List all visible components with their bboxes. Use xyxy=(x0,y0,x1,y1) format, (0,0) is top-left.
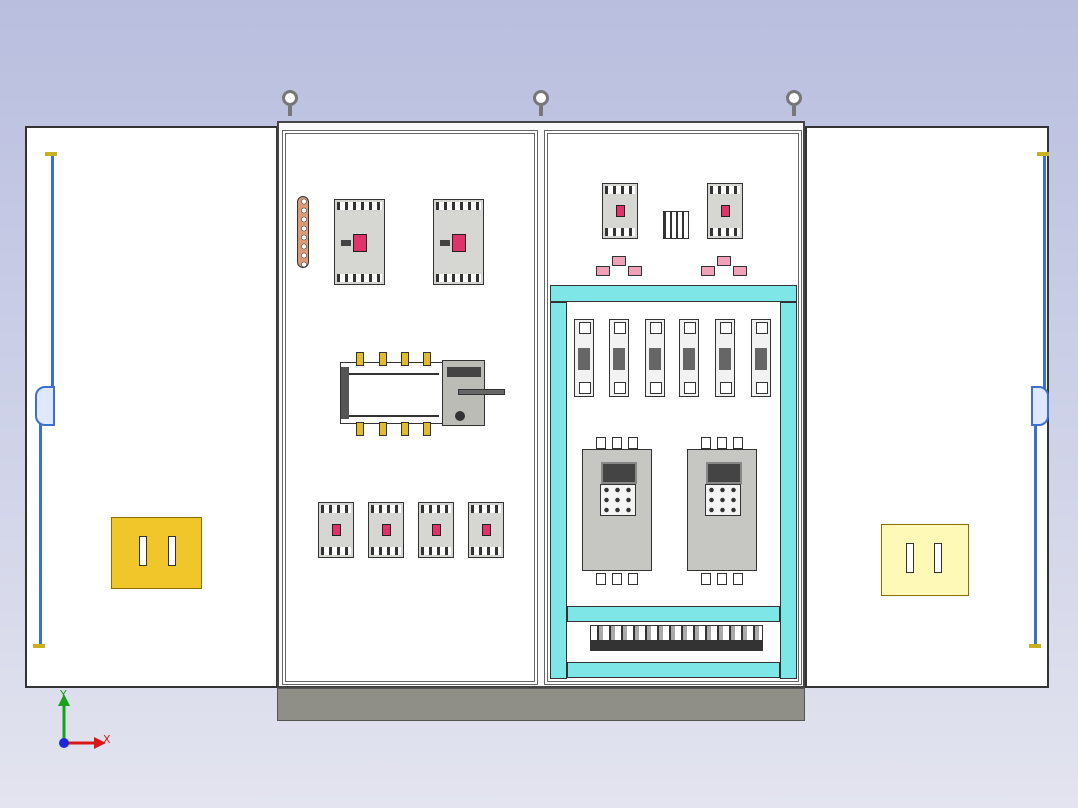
vfd-2-terminal-bottom-3 xyxy=(733,573,743,585)
transfer-terminal-top-n xyxy=(423,352,431,366)
left-nameplate-slot-1 xyxy=(139,536,147,566)
pink-terminal-2 xyxy=(612,256,626,266)
fuse-3[interactable] xyxy=(645,319,665,397)
left-door-rod-upper xyxy=(51,156,54,396)
top-breaker-2 xyxy=(707,183,743,239)
pink-terminal-3 xyxy=(628,266,642,276)
vfd-2-terminal-top-2 xyxy=(717,437,727,449)
vfd-1-terminal-bottom-3 xyxy=(628,573,638,585)
transfer-switch xyxy=(340,362,444,424)
axis-x-label: X xyxy=(103,733,111,746)
main-breaker-2-handle[interactable] xyxy=(452,234,466,252)
lifting-eye-right-stem xyxy=(792,106,796,116)
axis-y-label: Y xyxy=(60,688,67,701)
transfer-switch-lever[interactable] xyxy=(458,389,505,395)
left-door-rod-lower xyxy=(39,408,42,648)
transfer-terminal-bottom-a xyxy=(356,422,364,436)
pink-terminal-1 xyxy=(596,266,610,276)
left-nameplate-slot-2 xyxy=(168,536,176,566)
top-breaker-1-handle[interactable] xyxy=(616,205,625,217)
din-rail-left xyxy=(550,302,567,679)
branch-breaker-3-handle[interactable] xyxy=(432,524,441,536)
cabinet-plinth xyxy=(277,688,805,721)
transfer-terminal-bottom-b xyxy=(379,422,387,436)
pink-terminal-5 xyxy=(717,256,731,266)
axis-z-origin-icon xyxy=(59,738,69,748)
vfd-1-keypad[interactable] xyxy=(600,484,636,516)
vfd-2 xyxy=(687,449,757,571)
branch-breaker-1-handle[interactable] xyxy=(332,524,341,536)
fuse-4[interactable] xyxy=(679,319,699,397)
transfer-terminal-bottom-n xyxy=(423,422,431,436)
right-door xyxy=(805,126,1049,688)
transfer-terminal-top-b xyxy=(379,352,387,366)
ground-bar xyxy=(297,196,309,268)
main-breaker-1-handle[interactable] xyxy=(353,234,367,252)
vfd-1-terminal-bottom-1 xyxy=(596,573,606,585)
transfer-terminal-bottom-c xyxy=(401,422,409,436)
branch-breaker-3 xyxy=(418,502,454,558)
transfer-terminal-top-a xyxy=(356,352,364,366)
left-door-rod-cap-bottom xyxy=(33,644,45,648)
vfd-1-terminal-top-3 xyxy=(628,437,638,449)
din-rail-top xyxy=(550,285,797,302)
din-rail-right xyxy=(780,302,797,679)
left-door xyxy=(25,126,278,688)
right-door-nameplate xyxy=(881,524,969,596)
right-nameplate-slot-1 xyxy=(906,543,914,573)
transfer-switch-knob-icon[interactable] xyxy=(455,411,465,421)
right-door-rod-cap-top xyxy=(1037,152,1049,156)
left-door-rod-cap-top xyxy=(45,152,57,156)
pink-terminal-4 xyxy=(701,266,715,276)
right-door-rod-cap-bottom xyxy=(1029,644,1041,648)
vfd-2-terminal-top-1 xyxy=(701,437,711,449)
top-breaker-2-handle[interactable] xyxy=(721,205,730,217)
vfd-1-terminal-top-1 xyxy=(596,437,606,449)
terminal-block-base xyxy=(590,640,763,650)
branch-breaker-4-handle[interactable] xyxy=(482,524,491,536)
vfd-2-terminal-top-3 xyxy=(733,437,743,449)
vfd-2-terminal-bottom-2 xyxy=(717,573,727,585)
left-door-nameplate xyxy=(111,517,202,589)
fuse-2[interactable] xyxy=(609,319,629,397)
vfd-1-terminal-top-2 xyxy=(612,437,622,449)
right-door-handle-icon[interactable] xyxy=(1031,386,1049,426)
axis-triad xyxy=(58,694,106,749)
lifting-eye-right-icon xyxy=(786,90,802,106)
axis-x-arrow-icon xyxy=(94,737,106,749)
vfd-1-display xyxy=(601,462,637,484)
right-door-rod-lower xyxy=(1034,408,1037,648)
din-rail-bottom xyxy=(567,662,780,678)
vfd-2-keypad[interactable] xyxy=(705,484,741,516)
fuse-6[interactable] xyxy=(751,319,771,397)
branch-breaker-4 xyxy=(468,502,504,558)
branch-breaker-2-handle[interactable] xyxy=(382,524,391,536)
top-breaker-1 xyxy=(602,183,638,239)
lifting-eye-left-stem xyxy=(288,106,292,116)
lifting-eye-left-icon xyxy=(282,90,298,106)
small-relay xyxy=(663,211,689,239)
fuse-1[interactable] xyxy=(574,319,594,397)
vfd-2-display xyxy=(706,462,742,484)
fuse-5[interactable] xyxy=(715,319,735,397)
branch-breaker-2 xyxy=(368,502,404,558)
pink-terminal-6 xyxy=(733,266,747,276)
axis-y-arrow-icon xyxy=(58,694,70,706)
lifting-eye-center-stem xyxy=(539,106,543,116)
main-breaker-1 xyxy=(334,199,385,285)
transfer-terminal-top-c xyxy=(401,352,409,366)
right-nameplate-slot-2 xyxy=(934,543,942,573)
vfd-2-terminal-bottom-1 xyxy=(701,573,711,585)
right-door-rod-upper xyxy=(1043,156,1046,396)
branch-breaker-1 xyxy=(318,502,354,558)
din-rail-middle xyxy=(567,606,780,622)
main-breaker-2 xyxy=(433,199,484,285)
vfd-1 xyxy=(582,449,652,571)
lifting-eye-center-icon xyxy=(533,90,549,106)
vfd-1-terminal-bottom-2 xyxy=(612,573,622,585)
left-door-handle-icon[interactable] xyxy=(35,386,55,426)
